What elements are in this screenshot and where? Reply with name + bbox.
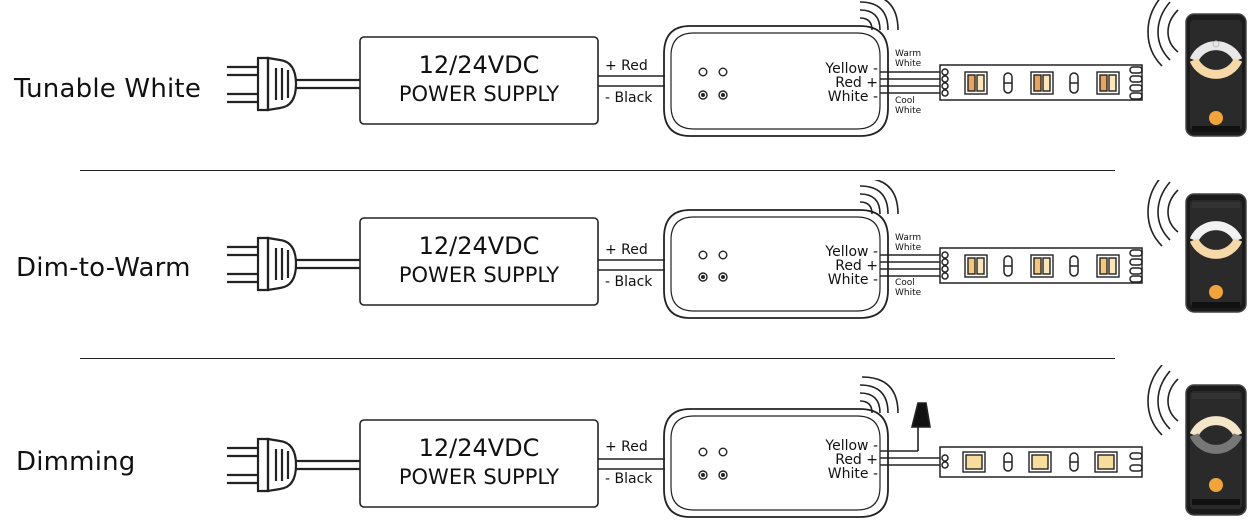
power-supply-label: 12/24VDC POWER SUPPLY bbox=[359, 434, 599, 492]
smartphone-app-icon bbox=[1185, 193, 1247, 313]
wiring-diagram-graphic bbox=[227, 180, 1247, 319]
row-divider bbox=[80, 358, 1115, 359]
led-chip bbox=[1096, 71, 1120, 95]
wiring-diagram-graphic bbox=[227, 365, 1247, 518]
cool-white-label: Cool White bbox=[895, 278, 921, 298]
power-supply-label: 12/24VDC POWER SUPPLY bbox=[359, 51, 599, 109]
terminal-red: Red + bbox=[835, 75, 878, 91]
terminal-white: White - bbox=[827, 89, 878, 105]
wireless-signal-icon bbox=[1147, 365, 1179, 436]
led-strip bbox=[939, 247, 1143, 284]
power-supply-box bbox=[359, 36, 599, 125]
row-divider bbox=[80, 170, 1115, 171]
controller-box bbox=[663, 25, 889, 137]
power-supply-label: 12/24VDC POWER SUPPLY bbox=[359, 232, 599, 290]
smartphone-app-icon bbox=[1185, 384, 1247, 516]
led-chip bbox=[1030, 254, 1054, 278]
controller-terminal-labels: Yellow - Red + White - bbox=[790, 245, 878, 287]
warm-label-line2: White bbox=[895, 59, 922, 69]
wiring-row-dimming: Dimming 12/24VDC POWER SUPPLY + Red - Bl… bbox=[0, 365, 1257, 525]
wire-label-positive: + Red bbox=[605, 242, 648, 258]
wireless-signal-icon bbox=[859, 0, 899, 31]
terminal-red: Red + bbox=[835, 258, 878, 274]
warm-white-label: Warm White bbox=[895, 233, 921, 253]
psu-title: POWER SUPPLY bbox=[398, 82, 560, 106]
terminal-yellow: Yellow - bbox=[825, 244, 878, 260]
led-chip bbox=[1030, 71, 1054, 95]
cool-label-line2: White bbox=[895, 106, 922, 116]
led-strip bbox=[939, 64, 1143, 101]
psu-title: POWER SUPPLY bbox=[398, 465, 560, 489]
wire-label-positive: + Red bbox=[605, 58, 648, 74]
led-strip bbox=[939, 446, 1143, 478]
cool-label-line1: Cool bbox=[895, 278, 915, 288]
smartphone-app-icon bbox=[1185, 13, 1247, 137]
psu-voltage: 12/24VDC bbox=[418, 232, 540, 260]
plug-icon bbox=[227, 56, 360, 112]
cool-label-line1: Cool bbox=[895, 96, 915, 106]
power-supply-box bbox=[359, 419, 599, 508]
controller-terminal-labels: Yellow - Red + White - bbox=[790, 62, 878, 104]
terminal-white: White - bbox=[827, 466, 878, 482]
led-chip bbox=[964, 254, 988, 278]
wiring-row-tunable-white: Tunable White 12/24VDC POWER SUPPLY + Re… bbox=[0, 0, 1257, 160]
row-label: Dimming bbox=[16, 447, 136, 477]
led-chip bbox=[1096, 254, 1120, 278]
psu-voltage: 12/24VDC bbox=[418, 51, 540, 79]
terminal-yellow: Yellow - bbox=[825, 438, 878, 454]
wire-label-negative: - Black bbox=[605, 471, 653, 487]
wireless-signal-icon bbox=[859, 180, 899, 215]
terminal-yellow: Yellow - bbox=[825, 61, 878, 77]
row-label: Dim-to-Warm bbox=[16, 253, 191, 283]
controller-box bbox=[663, 209, 889, 319]
wireless-signal-icon bbox=[1147, 0, 1179, 67]
wire-label-negative: - Black bbox=[605, 274, 653, 290]
warm-label-line1: Warm bbox=[895, 233, 922, 243]
led-chip bbox=[964, 71, 988, 95]
cool-white-label: Cool White bbox=[895, 96, 921, 116]
warm-white-label: Warm White bbox=[895, 49, 921, 69]
row-label: Tunable White bbox=[14, 74, 202, 104]
psu-title: POWER SUPPLY bbox=[398, 263, 560, 287]
led-chip bbox=[962, 451, 986, 473]
led-chip bbox=[1028, 451, 1052, 473]
wiring-diagram-graphic bbox=[227, 0, 1247, 137]
terminal-white: White - bbox=[827, 272, 878, 288]
power-supply-box bbox=[359, 217, 599, 306]
wire-label-negative: - Black bbox=[605, 90, 653, 106]
controller-terminal-labels: Yellow - Red + White - bbox=[790, 439, 878, 481]
warm-label-line2: White bbox=[895, 243, 922, 253]
cool-label-line2: White bbox=[895, 288, 922, 298]
led-chip bbox=[1094, 451, 1118, 473]
controller-box bbox=[663, 408, 889, 518]
warm-label-line1: Warm bbox=[895, 49, 922, 59]
plug-icon bbox=[227, 236, 360, 292]
terminal-red: Red + bbox=[835, 452, 878, 468]
wire-label-positive: + Red bbox=[605, 439, 648, 455]
wireless-signal-icon bbox=[1147, 180, 1179, 247]
psu-voltage: 12/24VDC bbox=[418, 434, 540, 462]
wireless-signal-icon bbox=[859, 376, 899, 414]
wire-nut-icon bbox=[880, 402, 931, 452]
plug-icon bbox=[227, 437, 360, 493]
wiring-row-dim-to-warm: Dim-to-Warm 12/24VDC POWER SUPPLY + Red … bbox=[0, 180, 1257, 340]
